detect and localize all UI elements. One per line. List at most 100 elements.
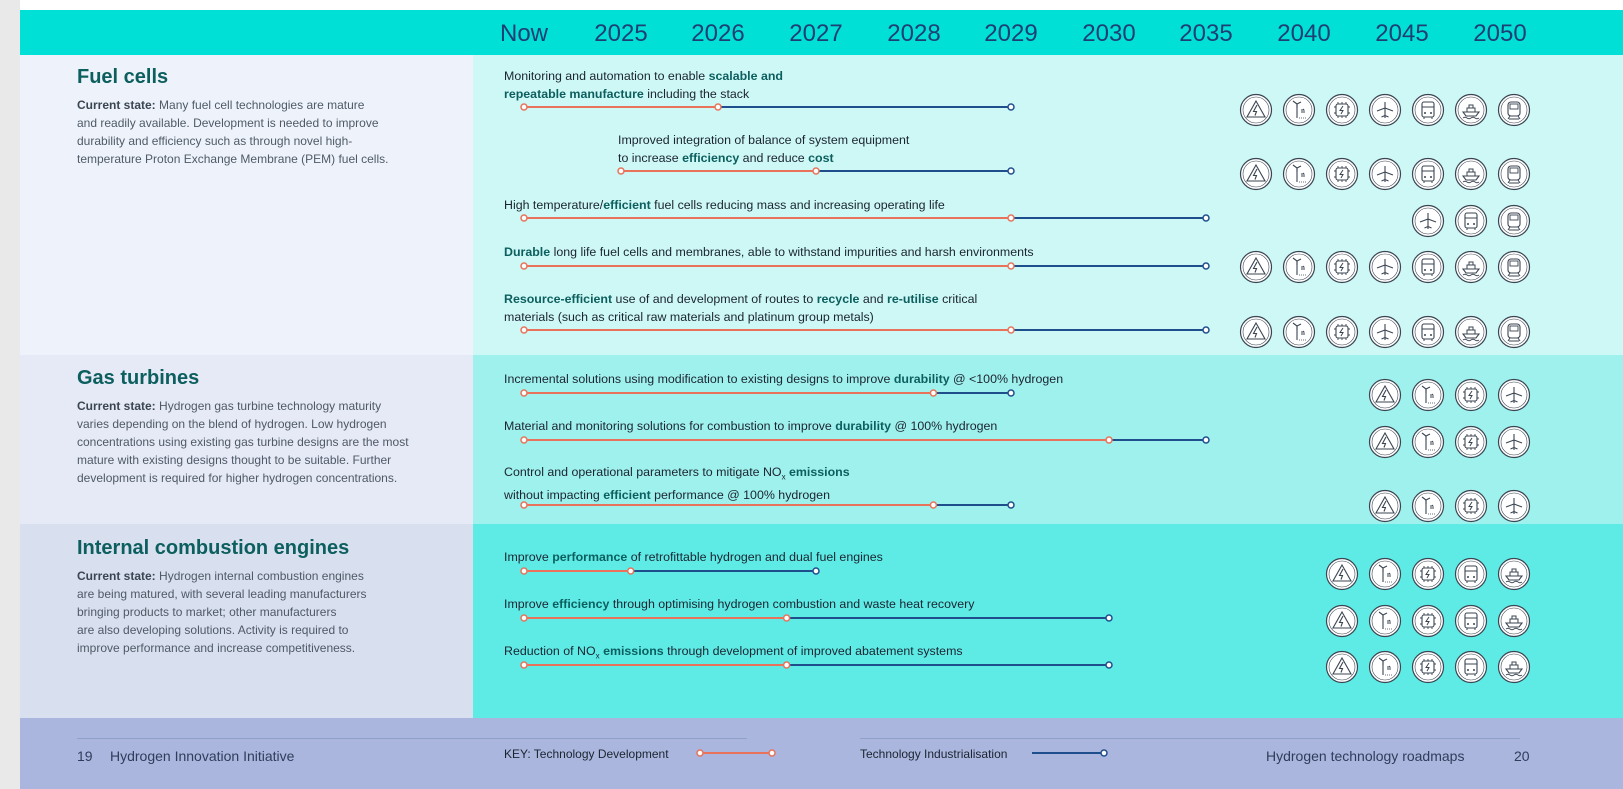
bus-icon: [1454, 557, 1488, 591]
bus-icon: [1411, 157, 1445, 191]
electronics-icon: [1325, 93, 1359, 127]
electronics-icon: [1454, 425, 1488, 459]
ship-icon: [1454, 315, 1488, 349]
development-start-marker: [617, 167, 625, 175]
section-title: Gas turbines: [77, 367, 200, 389]
key-industrialisation-line: [1032, 749, 1108, 757]
development-start-marker: [520, 214, 528, 222]
electronics-icon: [1325, 157, 1359, 191]
train-icon: [1497, 315, 1531, 349]
roadmap-item-text: Improved integration of balance of syste…: [618, 133, 910, 165]
section-panel: [20, 355, 473, 524]
key-development-line: [696, 749, 776, 757]
aircraft-icon: [1411, 204, 1445, 238]
roadmap-item-text: Monitoring and automation to enable scal…: [504, 69, 783, 101]
section-panel: [20, 55, 473, 355]
industrialisation-end-marker: [1105, 661, 1113, 669]
industrialisation-end-marker: [1007, 103, 1015, 111]
section-panel: [20, 524, 473, 718]
roadmap-item-text: Resource-efficient use of and developmen…: [504, 292, 978, 324]
power-icon: [1325, 650, 1359, 684]
wind-turbine-icon: [1368, 557, 1402, 591]
train-icon: [1497, 93, 1531, 127]
industrialisation-end-marker: [1007, 389, 1015, 397]
industrialisation-end-marker: [1202, 214, 1210, 222]
timeline-year: 2025: [594, 20, 648, 47]
train-icon: [1497, 157, 1531, 191]
bus-icon: [1454, 604, 1488, 638]
development-end-marker: [782, 661, 791, 669]
development-end-marker: [782, 614, 791, 622]
section-current-state: Current state: Hydrogen gas turbine tech…: [77, 399, 409, 485]
development-end-marker: [1007, 214, 1015, 222]
development-end-marker: [929, 389, 938, 397]
power-icon: [1325, 604, 1359, 638]
development-start-marker: [520, 326, 528, 334]
timeline-year: 2029: [984, 20, 1038, 47]
footer-left-title: Hydrogen Innovation Initiative: [110, 748, 295, 764]
ship-icon: [1497, 557, 1531, 591]
development-end-marker: [1105, 436, 1113, 444]
development-start-marker: [520, 262, 528, 270]
development-start-marker: [520, 436, 528, 444]
aircraft-icon: [1497, 378, 1531, 412]
footer-left-page-number: 19: [77, 748, 93, 764]
timeline-year: Now: [499, 20, 549, 47]
industrialisation-end-marker: [1202, 436, 1210, 444]
roadmap-item-text: Incremental solutions using modification…: [504, 372, 1064, 386]
roadmap-item-text: Improve efficiency through optimising hy…: [504, 597, 975, 611]
bus-icon: [1454, 650, 1488, 684]
power-icon: [1239, 93, 1273, 127]
timeline-year: 2030: [1082, 20, 1136, 47]
train-icon: [1497, 250, 1531, 284]
development-start-marker: [520, 661, 528, 669]
development-start-marker: [520, 501, 528, 509]
wind-turbine-icon: [1282, 250, 1316, 284]
current-state-label: Current state:: [77, 569, 156, 583]
page-footer: [20, 718, 1623, 789]
key-industrialisation-label: Technology Industrialisation: [860, 747, 1008, 761]
power-icon: [1239, 315, 1273, 349]
electronics-icon: [1325, 315, 1359, 349]
aircraft-icon: [1497, 425, 1531, 459]
industrialisation-end-marker: [1007, 167, 1015, 175]
timeline-year: 2035: [1179, 20, 1233, 47]
roadmap-item-text: Durable long life fuel cells and membran…: [504, 245, 1034, 259]
power-icon: [1239, 250, 1273, 284]
ship-icon: [1454, 250, 1488, 284]
aircraft-icon: [1497, 489, 1531, 523]
wind-turbine-icon: [1411, 425, 1445, 459]
development-end-marker: [812, 167, 820, 175]
development-end-marker: [626, 567, 635, 575]
electronics-icon: [1411, 650, 1445, 684]
section-title: Fuel cells: [77, 66, 169, 88]
development-end-marker: [714, 103, 722, 111]
industrialisation-end-marker: [812, 567, 820, 575]
power-icon: [1368, 378, 1402, 412]
bus-icon: [1411, 315, 1445, 349]
footer-rule-right: [860, 738, 1520, 739]
bus-icon: [1454, 204, 1488, 238]
section-title: Internal combustion engines: [77, 537, 350, 559]
industrialisation-end-marker: [1007, 501, 1015, 509]
roadmap-item-text: Material and monitoring solutions for co…: [504, 419, 998, 433]
electronics-icon: [1411, 557, 1445, 591]
electronics-icon: [1411, 604, 1445, 638]
power-icon: [1325, 557, 1359, 591]
development-end-marker: [929, 501, 938, 509]
roadmap-item-text: Control and operational parameters to mi…: [504, 465, 850, 503]
development-start-marker: [520, 103, 528, 111]
power-icon: [1368, 489, 1402, 523]
current-state-label: Current state:: [77, 98, 156, 112]
timeline-year: 2045: [1375, 20, 1429, 47]
section-current-state: Current state: Hydrogen internal combust…: [77, 569, 367, 655]
development-end-marker: [1007, 326, 1015, 334]
aircraft-icon: [1368, 157, 1402, 191]
power-icon: [1239, 157, 1273, 191]
current-state-label: Current state:: [77, 399, 156, 413]
timeline-year: 2026: [691, 20, 745, 47]
aircraft-icon: [1368, 93, 1402, 127]
aircraft-icon: [1368, 315, 1402, 349]
electronics-icon: [1454, 489, 1488, 523]
